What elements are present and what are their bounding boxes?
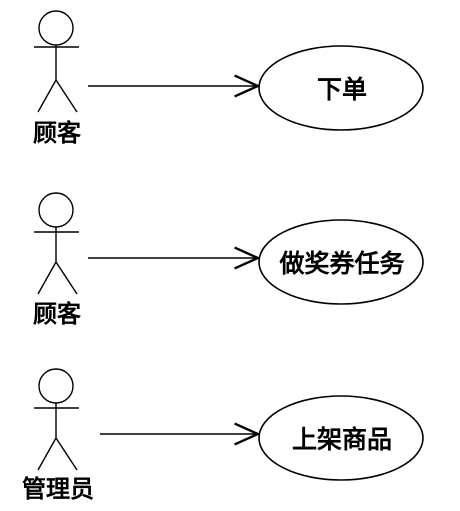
- actor-label: 管理员: [22, 475, 94, 503]
- use-case-3: 上架商品: [258, 395, 424, 481]
- actor-label: 顾客: [33, 119, 82, 147]
- actor-1: 顾客: [33, 10, 82, 147]
- stick-figure-icon: [34, 192, 79, 295]
- actor-label: 顾客: [33, 300, 82, 328]
- row-2: 顾客 做奖券任务: [33, 192, 424, 328]
- use-case-label: 上架商品: [292, 425, 392, 454]
- actor-2: 顾客: [33, 192, 82, 328]
- stick-figure-icon: [34, 10, 79, 113]
- use-case-label: 下单: [317, 75, 367, 104]
- stick-figure-icon: [34, 368, 79, 471]
- use-case-2: 做奖券任务: [258, 219, 424, 305]
- row-3: 管理员 上架商品: [22, 368, 424, 503]
- actor-3: 管理员: [22, 368, 94, 503]
- row-1: 顾客 下单: [33, 10, 424, 147]
- use-case-1: 下单: [258, 45, 424, 131]
- use-case-label: 做奖券任务: [278, 249, 404, 278]
